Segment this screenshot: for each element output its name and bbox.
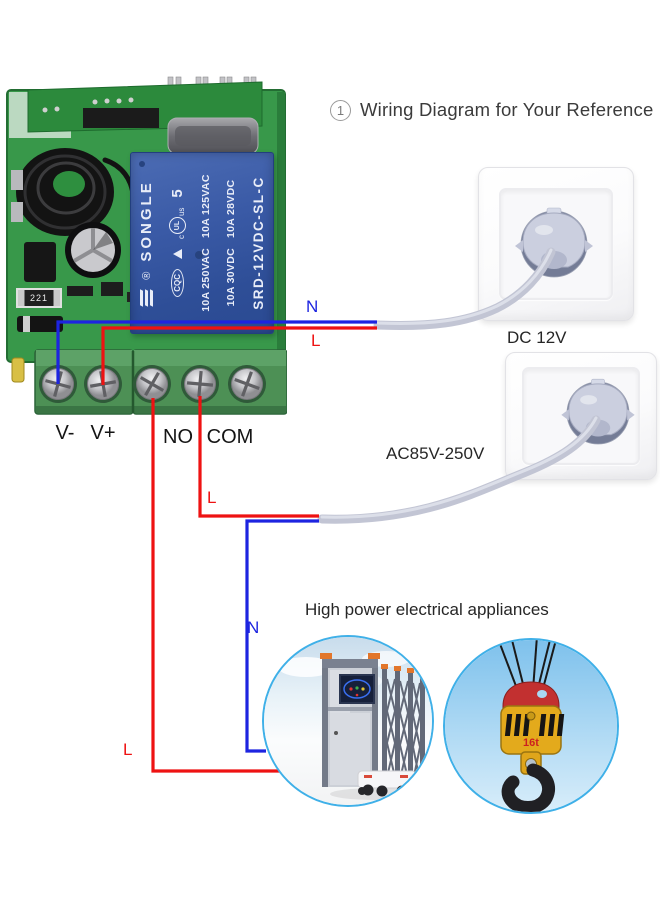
wire-label-l-ac: L [207, 488, 217, 507]
hook-block: 16t [500, 705, 565, 755]
socket-plug-graphic [515, 207, 593, 278]
smd-component [11, 170, 23, 190]
terminal-label-no: NO [163, 426, 193, 448]
wire-label-n-dc: N [306, 297, 319, 316]
relay-mold-dot [195, 251, 203, 259]
relay-rating: 10A 28VDC [225, 179, 238, 238]
antenna-coil [16, 148, 136, 236]
relay-brand-row: ® SONGLE [138, 165, 155, 321]
ul-us: us [176, 207, 186, 217]
gate-head-unit [320, 653, 380, 787]
smd-component [101, 282, 123, 296]
relay-rating-row-dc: 10A 30VDC 10A 28VDC [225, 165, 237, 321]
certification-triangle-logo [172, 249, 182, 260]
relay-rating-row-ac: 10A 250VAC 10A 125VAC [200, 165, 212, 321]
terminal-label-com: COM [206, 426, 254, 448]
gate-appliance-image [262, 635, 434, 807]
wire-label-l-dc: L [311, 331, 321, 350]
terminal-label-v-minus: V- [55, 422, 75, 444]
crane-hook-graphic: 16t [445, 640, 617, 812]
pcb-edge-shade [277, 92, 285, 360]
registered-trademark: ® [140, 271, 153, 280]
crane-hook-appliance-image: 16t [443, 638, 619, 814]
retractable-gate-graphic [264, 637, 432, 805]
hook [501, 751, 555, 812]
title-number-badge: 1 [330, 99, 351, 121]
title-text: Wiring Diagram for Your Reference [360, 99, 654, 120]
gate-trolley [357, 770, 417, 797]
resistor-marking: 221 [29, 293, 49, 303]
ac-voltage-label: AC85V-250V [386, 444, 485, 463]
wall-socket-ac [505, 352, 657, 480]
smd-component [67, 286, 93, 296]
wire-label-l-load: L [123, 740, 133, 759]
appliances-heading: High power electrical appliances [305, 600, 549, 619]
songle-stripes-logo [138, 288, 155, 307]
ul-c: c [176, 235, 186, 240]
hook-pulley-cap [502, 681, 560, 711]
relay-brand: SONGLE [138, 180, 155, 262]
diode-band [23, 316, 30, 332]
terminal-label-v-plus: V+ [90, 422, 116, 444]
resistor-221: 221 [16, 288, 62, 308]
relay-rating: 10A 30VDC [225, 248, 238, 307]
gate-lattice [381, 664, 426, 787]
relay-mold-dot [139, 161, 145, 167]
transistor [24, 242, 56, 282]
electrolytic-capacitor [65, 222, 121, 278]
relay-number: 5 [168, 189, 186, 198]
indicator-led [11, 357, 25, 383]
hook-capacity-label: 16t [523, 737, 539, 749]
wall-socket-dc [478, 167, 634, 321]
smd-component [11, 202, 23, 222]
relay-rating: 10A 250VAC [199, 248, 212, 312]
page-title: 1 Wiring Diagram for Your Reference [330, 99, 653, 121]
wire-label-n-load: N [247, 618, 260, 637]
relay-model: SRD-12VDC-SL-C [251, 176, 266, 310]
socket-plug-graphic [561, 378, 635, 445]
cqc-mark: CQC [170, 269, 184, 297]
ul-core: UL [168, 217, 186, 235]
dc-voltage-label: DC 12V [507, 328, 567, 347]
crystal-oscillator [167, 117, 259, 155]
relay-rating: 10A 125VAC [199, 174, 212, 238]
